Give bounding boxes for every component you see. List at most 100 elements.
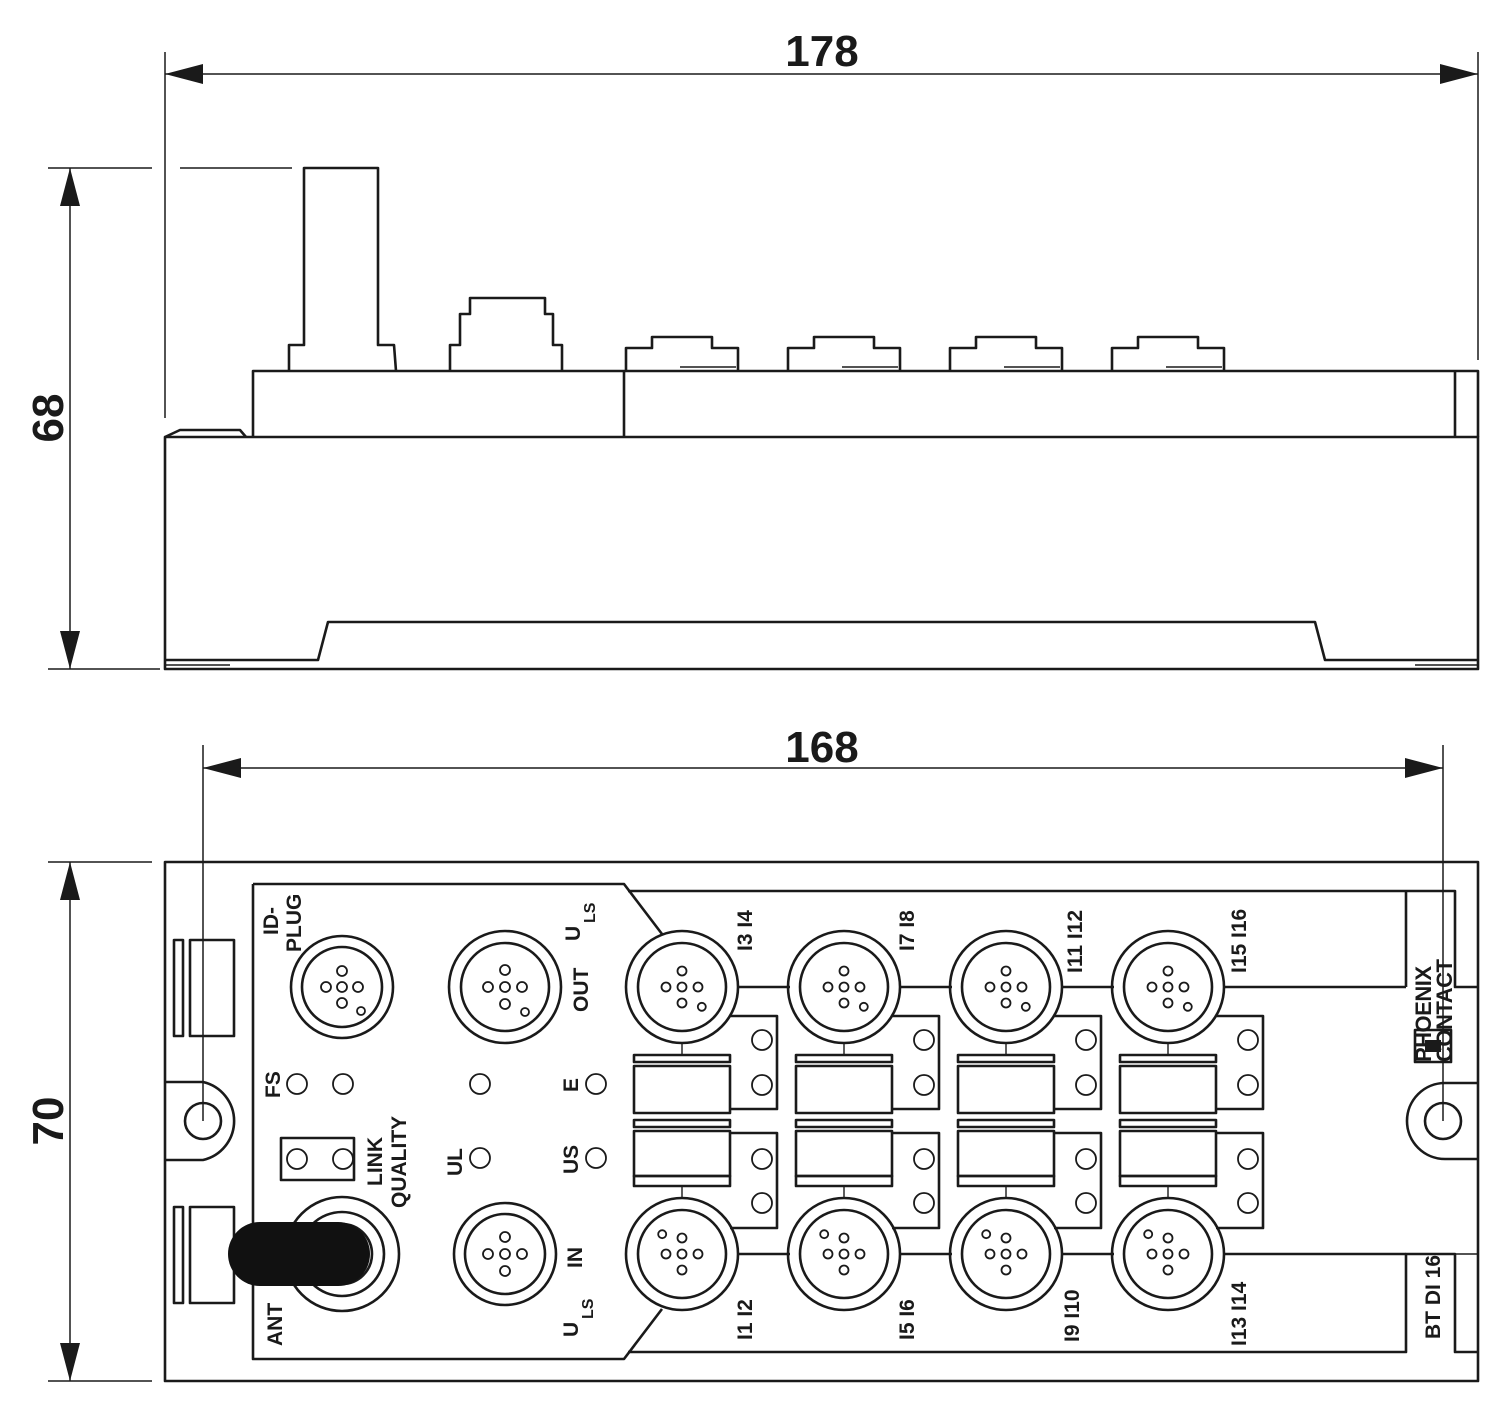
io-column-2-port-bottom-pin (854, 1248, 866, 1260)
brand-logo: PHOENIX CONTACT (1411, 959, 1457, 1064)
label-port-i5-i6: I5 I6 (896, 1299, 919, 1340)
io-column-2-port-top-inner (798, 941, 890, 1033)
io-column-2-led-3 (913, 1148, 935, 1170)
io-column-4-port-bottom-pin (1162, 1232, 1174, 1244)
dimension-side-width: 178 (164, 27, 1479, 418)
io-column-3-bar-2 (956, 1118, 1056, 1129)
io-port-group (624, 929, 1265, 1312)
label-uls-in-sub: LS (580, 1298, 597, 1319)
io-column-1-led-4 (751, 1192, 773, 1214)
io-column-1-block-upper (632, 1064, 732, 1115)
io-column-4-tab-lower (1216, 1131, 1265, 1230)
io-column-4-port-top-inner (1122, 941, 1214, 1033)
io-column-4-port-bottom-key (1143, 1229, 1154, 1240)
side-view (163, 166, 1480, 671)
io-column-1-port-bottom-pin (660, 1248, 672, 1260)
io-column-3-block-upper (956, 1064, 1056, 1115)
io-column-2-tab-lower (892, 1131, 941, 1230)
io-column-3-port-bottom-pin (1000, 1232, 1012, 1244)
io-column-3-led-4 (1075, 1192, 1097, 1214)
io-column-3-port-top-pin (1000, 997, 1012, 1009)
io-column-1-port-top-pin (676, 997, 688, 1009)
io-column-1-led-1 (751, 1029, 773, 1051)
led-link-quality-1 (286, 1148, 308, 1170)
mounting-tab-right (1405, 1081, 1478, 1161)
id-plug-connector (289, 934, 395, 1040)
in-connector (452, 1201, 558, 1307)
io-column-3-port-bottom-pin (1016, 1248, 1028, 1260)
io-column-1-port-top-key (696, 1001, 707, 1012)
dimension-label-68: 68 (24, 394, 73, 443)
io-column-3-led-1 (1075, 1029, 1097, 1051)
io-column-3-port-bottom-key (981, 1229, 992, 1240)
io-column-3-tab-lower (1054, 1131, 1103, 1230)
io-column-2-led-2 (913, 1074, 935, 1096)
label-ant: ANT (264, 1303, 287, 1346)
io-column-4-port-bottom-pin (1162, 1264, 1174, 1276)
led-e (585, 1073, 607, 1095)
io-column-4-port-top-pin (1162, 981, 1174, 993)
label-out: OUT (570, 968, 593, 1013)
io-column-2-port-top-pin (854, 981, 866, 993)
label-fs: FS (262, 1071, 285, 1098)
label-in: IN (564, 1247, 587, 1268)
io-column-1-tab-lower (730, 1131, 779, 1230)
label-port-i3-i4: I3 I4 (734, 910, 757, 951)
io-column-4-port-top-pin (1162, 997, 1174, 1009)
io-column-1-port-top-inner (636, 941, 728, 1033)
io-column-2-bar-1 (794, 1053, 894, 1064)
io-column-2-port-top-pin (838, 997, 850, 1009)
label-uls-out-sub: LS (582, 902, 599, 923)
io-column-1-port-bottom-pin (676, 1264, 688, 1276)
led-ul (469, 1147, 491, 1169)
io-column-4-bar-2 (1118, 1118, 1218, 1129)
label-port-i15-i16: I15 I16 (1228, 909, 1251, 973)
top-view (163, 860, 1480, 1383)
label-id-plug-2: PLUG (283, 894, 306, 952)
label-uls-in: U (560, 1322, 583, 1337)
label-link: LINK (364, 1137, 387, 1186)
antenna (228, 1195, 401, 1313)
label-us: US (560, 1145, 583, 1174)
io-column-3-port-top-key (1020, 1001, 1031, 1012)
label-e: E (560, 1078, 583, 1092)
io-column-3-port-top-pin (1000, 965, 1012, 977)
label-id-plug-1: ID- (260, 907, 283, 935)
io-column-4-tab-upper (1216, 1014, 1265, 1111)
io-column-3-block-lower (956, 1129, 1056, 1178)
io-column-4-block-lower (1118, 1129, 1218, 1178)
io-column-2-block-upper (794, 1064, 894, 1115)
io-column-4-port-top-pin (1162, 965, 1174, 977)
io-column-1-bar-1 (632, 1053, 732, 1064)
io-column-3-led-2 (1075, 1074, 1097, 1096)
io-column-1-port-top-pin (660, 981, 672, 993)
io-column-3-port-top-pin (1000, 981, 1012, 993)
dimension-label-70: 70 (24, 1097, 73, 1146)
io-column-2-port-top-pin (822, 981, 834, 993)
io-column-4-led-2 (1237, 1074, 1259, 1096)
io-column-4-port-bottom-pin (1162, 1248, 1174, 1260)
io-column-3-tab-upper (1054, 1014, 1103, 1111)
io-column-2-block-lower (794, 1129, 894, 1178)
led-us (585, 1147, 607, 1169)
io-column-1-port-bottom-inner (636, 1208, 728, 1300)
label-quality: QUALITY (388, 1116, 411, 1208)
io-column-3-led-3 (1075, 1148, 1097, 1170)
io-column-1-bar-3 (632, 1174, 732, 1188)
label-port-i7-i8: I7 I8 (896, 910, 919, 951)
io-column-1-port-bottom-key (657, 1229, 668, 1240)
dimension-top-height: 70 (24, 861, 152, 1382)
io-column-2-tab-upper (892, 1014, 941, 1111)
io-column-1-port-bottom-pin (676, 1232, 688, 1244)
label-port-i1-i2: I1 I2 (734, 1299, 757, 1340)
dimension-label-168: 168 (785, 723, 858, 772)
label-port-i9-i10: I9 I10 (1061, 1289, 1084, 1342)
io-column-3-bar-1 (956, 1053, 1056, 1064)
io-column-2-port-bottom-pin (822, 1248, 834, 1260)
io-column-4-port-bottom-pin (1178, 1248, 1190, 1260)
top-view-labels: ID- PLUG U LS OUT IN U LS FS E UL US LIN… (260, 894, 1457, 1346)
io-column-2-port-top-key (858, 1001, 869, 1012)
io-column-3-port-top-pin (984, 981, 996, 993)
label-uls-out: U (562, 926, 585, 941)
